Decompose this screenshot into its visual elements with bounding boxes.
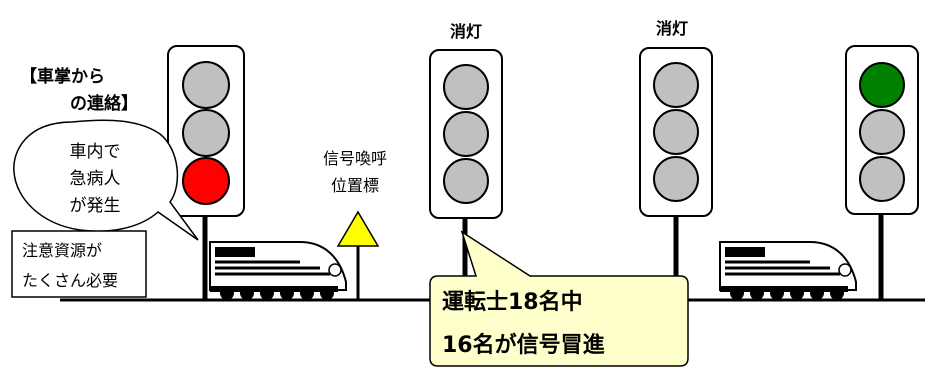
train-right-wheel-5 [810, 286, 824, 300]
attention-box-frame [11, 230, 147, 298]
attention-box-line2: たくさん必要 [22, 271, 118, 290]
train-left [209, 241, 347, 300]
signal-4-lamp-top [859, 62, 905, 108]
signal-1-lamp-middle [182, 109, 230, 157]
train-right-wheel-6 [830, 286, 844, 300]
speech-bubble-line2: 急病人 [70, 169, 121, 189]
train-right-underframe [720, 286, 848, 292]
signal-4-lamp-bottom [859, 156, 905, 202]
conductor-label-line1: 【車掌から [20, 66, 105, 87]
signal-3-lamp-bottom [653, 156, 699, 202]
signal-2-lamp-bottom [443, 158, 489, 204]
train-left-wheel-4 [280, 286, 294, 300]
train-right-wheel-2 [750, 286, 764, 300]
speech-bubble-shape [13, 119, 199, 241]
conductor-label-line2: の連絡】 [70, 93, 138, 114]
attention-box: 注意資源が たくさん必要 [11, 230, 147, 298]
callout-line1: 運転士18名中 [442, 289, 583, 315]
signal-2 [429, 49, 503, 300]
signal-1 [167, 45, 245, 300]
sign-label-line1: 信号喚呼 [323, 149, 387, 168]
train-left-wheel-2 [240, 286, 254, 300]
signal-3-lamp-middle [653, 109, 699, 155]
train-left-wheel-1 [220, 286, 234, 300]
callout-line2: 16名が信号冒進 [442, 332, 605, 358]
signal-2-status-label: 消灯 [450, 22, 482, 41]
train-left-wheel-6 [320, 286, 334, 300]
signal-1-lamp-top [182, 61, 230, 109]
signal-4 [845, 45, 919, 300]
train-left-headlight [328, 263, 342, 277]
sign-label-line2: 位置標 [331, 176, 379, 195]
speech-bubble-line3: が発生 [70, 196, 121, 216]
signal-call-sign: 信号喚呼 位置標 [323, 149, 387, 300]
attention-box-line1: 注意資源が [22, 241, 102, 260]
signal-4-lamp-middle [859, 109, 905, 155]
sign-triangle [336, 210, 380, 247]
train-right [719, 241, 857, 300]
signal-2-lamp-top [443, 64, 489, 110]
train-left-wheel-3 [260, 286, 274, 300]
signal-3-lamp-top [653, 62, 699, 108]
callout-shape [429, 230, 689, 367]
train-right-wheel-4 [790, 286, 804, 300]
train-left-window-band [215, 247, 255, 257]
signal-2-lamp-middle [443, 111, 489, 157]
signal-3-status-label: 消灯 [656, 19, 688, 38]
train-right-window-band [725, 247, 765, 257]
train-left-wheel-5 [300, 286, 314, 300]
callout: 運転士18名中 16名が信号冒進 [429, 230, 689, 367]
train-right-wheel-3 [770, 286, 784, 300]
train-left-underframe [210, 286, 338, 292]
train-right-wheel-1 [730, 286, 744, 300]
signal-1-lamp-bottom [182, 157, 230, 205]
train-right-headlight [838, 263, 852, 277]
speech-bubble: 車内で 急病人 が発生 [13, 119, 199, 241]
speech-bubble-line1: 車内で [70, 142, 121, 162]
signal-3 [639, 47, 713, 300]
